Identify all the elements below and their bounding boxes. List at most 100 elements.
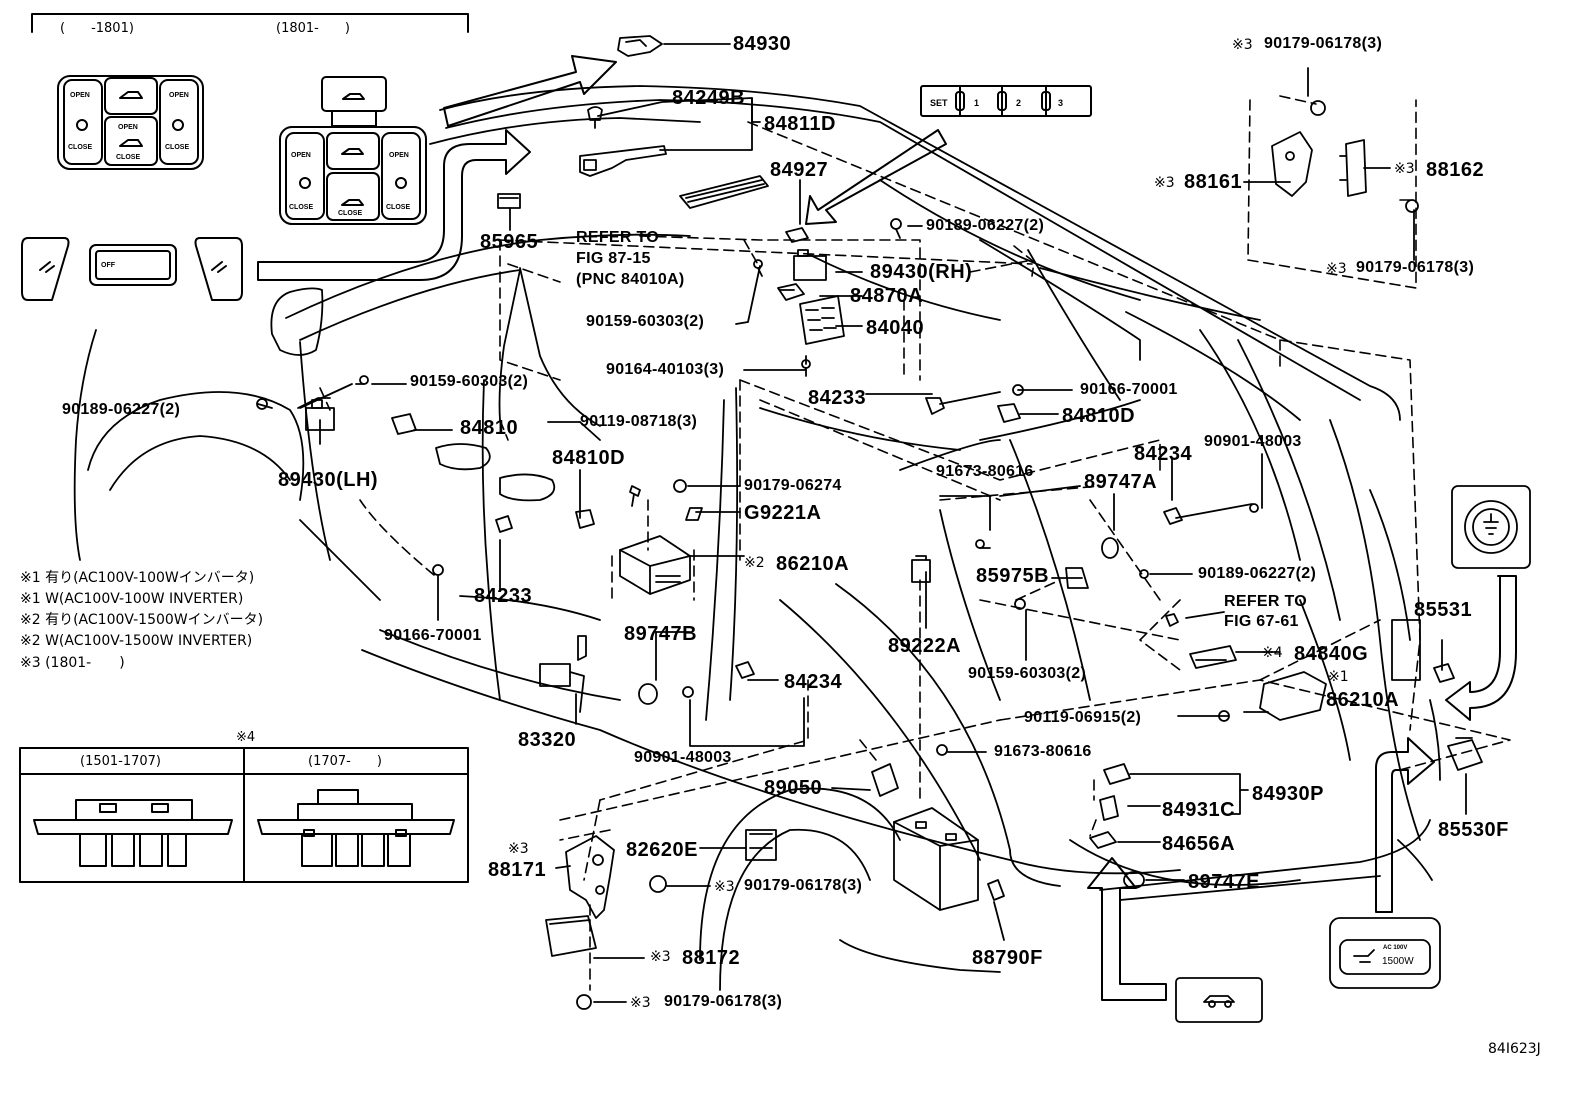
- part-symbols: [256, 35, 1531, 1023]
- part-82620E[interactable]: 82620E: [626, 839, 698, 861]
- part-84810D-left[interactable]: 84810D: [552, 447, 626, 469]
- mark-3-90179-top: ※3: [1232, 37, 1253, 53]
- part-90189-06227-rh[interactable]: 90189-06227(2): [926, 217, 1045, 234]
- btn-close-label: CLOSE: [68, 144, 93, 151]
- btn-open-label-3: OPEN: [118, 124, 138, 131]
- part-88171[interactable]: 88171: [488, 859, 547, 881]
- mark-3-88171: ※3: [508, 841, 529, 857]
- mark-3-90179-right: ※3: [1326, 261, 1347, 277]
- part-84810D-right[interactable]: 84810D: [1062, 405, 1136, 427]
- btn-seat-1: 1: [974, 98, 980, 108]
- part-90189-06227-lh[interactable]: 90189-06227(2): [62, 401, 181, 418]
- part-84234-top[interactable]: 84234: [1134, 443, 1193, 465]
- inset-right-period: (1801- ): [276, 21, 350, 36]
- part-83320[interactable]: 83320: [518, 729, 577, 751]
- dashed-boundaries: [319, 95, 1511, 991]
- part-86210A-right[interactable]: 86210A: [1326, 689, 1400, 711]
- part-84233-top[interactable]: 84233: [808, 387, 867, 409]
- btn-open-label-4: OPEN: [291, 152, 311, 159]
- btn-off-label: OFF: [101, 262, 115, 269]
- part-89747B[interactable]: 89747B: [624, 623, 698, 645]
- part-88790F[interactable]: 88790F: [972, 947, 1043, 969]
- part-89430-rh[interactable]: 89430(RH): [870, 261, 973, 283]
- part-85530F[interactable]: 85530F: [1438, 819, 1509, 841]
- part-91673-80616-top[interactable]: 91673-80616: [936, 463, 1034, 480]
- note-1-en: ※1 W(AC100V-100W INVERTER): [20, 591, 244, 607]
- part-84249B[interactable]: 84249B: [672, 87, 746, 109]
- note-3: ※3 (1801- ): [20, 655, 125, 671]
- inset-left-period: ( -1801): [60, 21, 134, 36]
- part-90179-06178-c[interactable]: 90179-06178(3): [664, 993, 783, 1010]
- inset-connector-variants: [19, 747, 469, 883]
- part-89747E[interactable]: 89747E: [1188, 871, 1260, 893]
- inset-4-right-period: (1707- ): [308, 754, 382, 769]
- part-86210A-main[interactable]: 86210A: [776, 553, 850, 575]
- part-85531[interactable]: 85531: [1414, 599, 1473, 621]
- part-89050[interactable]: 89050: [764, 777, 823, 799]
- note-2-jp: ※2 有り(AC100V-1500Wインバータ): [20, 612, 264, 628]
- btn-seat-2: 2: [1016, 98, 1022, 108]
- part-90179-06178-top[interactable]: 90179-06178(3): [1264, 35, 1383, 52]
- mark-4: ※4: [1262, 645, 1283, 661]
- inset-switch-panels: [21, 13, 469, 301]
- refer-fig-87-15-b[interactable]: FIG 87-15: [576, 250, 651, 267]
- part-90159-60303-c[interactable]: 90159-60303(2): [968, 665, 1087, 682]
- part-88172[interactable]: 88172: [682, 947, 741, 969]
- mark-3-90179-b: ※3: [714, 879, 735, 895]
- refer-fig-87-15-c: (PNC 84010A): [576, 271, 685, 288]
- inset-4-left-period: (1501-1707): [80, 754, 162, 769]
- figure-code: 84I623J: [1488, 1041, 1541, 1057]
- mark-3-88161: ※3: [1154, 175, 1175, 191]
- btn-close-label-4: CLOSE: [289, 204, 314, 211]
- part-90901-48003-top[interactable]: 90901-48003: [1204, 433, 1302, 450]
- mark-3-90179-c: ※3: [630, 995, 651, 1011]
- part-89747A[interactable]: 89747A: [1084, 471, 1158, 493]
- part-90159-60303-b[interactable]: 90159-60303(2): [410, 373, 529, 390]
- part-84840G[interactable]: 84840G: [1294, 643, 1369, 665]
- part-88162[interactable]: 88162: [1426, 159, 1485, 181]
- mark-1: ※1: [1328, 669, 1349, 685]
- part-84811D[interactable]: 84811D: [764, 113, 836, 135]
- part-89222A[interactable]: 89222A: [888, 635, 962, 657]
- refer-fig-67-61-b[interactable]: FIG 67-61: [1224, 613, 1299, 630]
- part-84040[interactable]: 84040: [866, 317, 925, 339]
- inverter-ac-label: AC 100V: [1383, 945, 1408, 951]
- part-90119-08718[interactable]: 90119-08718(3): [580, 413, 698, 430]
- part-85965[interactable]: 85965: [480, 231, 539, 253]
- part-84656A[interactable]: 84656A: [1162, 833, 1236, 855]
- part-84930P[interactable]: 84930P: [1252, 783, 1324, 805]
- part-84931C[interactable]: 84931C: [1162, 799, 1236, 821]
- part-90164-40103[interactable]: 90164-40103(3): [606, 361, 725, 378]
- btn-open-label-5: OPEN: [389, 152, 409, 159]
- mark-2: ※2: [744, 555, 765, 571]
- note-1-jp: ※1 有り(AC100V-100Wインバータ): [20, 570, 255, 586]
- part-90179-06178-b[interactable]: 90179-06178(3): [744, 877, 863, 894]
- btn-set-label: SET: [930, 98, 948, 108]
- btn-open-label-2: OPEN: [169, 92, 189, 99]
- part-90119-06915[interactable]: 90119-06915(2): [1024, 709, 1142, 726]
- part-84930[interactable]: 84930: [733, 33, 792, 55]
- btn-close-label-5: CLOSE: [386, 204, 411, 211]
- part-84234-bottom[interactable]: 84234: [784, 671, 843, 693]
- part-85975B[interactable]: 85975B: [976, 565, 1050, 587]
- btn-seat-3: 3: [1058, 98, 1064, 108]
- part-90159-60303-a[interactable]: 90159-60303(2): [586, 313, 705, 330]
- vehicle-body: [73, 85, 1441, 991]
- part-89430-lh[interactable]: 89430(LH): [278, 469, 379, 491]
- part-90179-06178-right[interactable]: 90179-06178(3): [1356, 259, 1475, 276]
- part-90166-70001-bottom[interactable]: 90166-70001: [384, 627, 482, 644]
- part-88161[interactable]: 88161: [1184, 171, 1243, 193]
- part-90166-70001-top[interactable]: 90166-70001: [1080, 381, 1178, 398]
- part-84870A[interactable]: 84870A: [850, 285, 924, 307]
- part-84233-bottom[interactable]: 84233: [474, 585, 533, 607]
- part-91673-80616-bottom[interactable]: 91673-80616: [994, 743, 1092, 760]
- part-90189-06227-right[interactable]: 90189-06227(2): [1198, 565, 1317, 582]
- part-84810[interactable]: 84810: [460, 417, 519, 439]
- part-90901-48003-bottom[interactable]: 90901-48003: [634, 749, 732, 766]
- btn-close-label-3: CLOSE: [116, 154, 141, 161]
- part-G9221A[interactable]: G9221A: [744, 502, 822, 524]
- part-90179-06274[interactable]: 90179-06274: [744, 477, 842, 494]
- part-84927[interactable]: 84927: [770, 159, 829, 181]
- mark-3-88172: ※3: [650, 949, 671, 965]
